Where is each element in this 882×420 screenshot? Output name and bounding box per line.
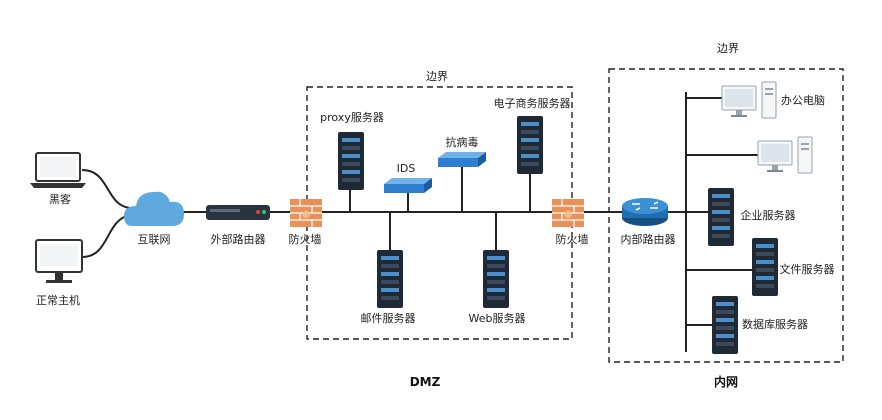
external-router-label: 外部路由器 (211, 232, 266, 246)
office-pc-2-icon (757, 136, 813, 174)
proxy-server-label: proxy服务器 (320, 111, 384, 124)
file-server-icon (752, 238, 778, 296)
web-server-icon (483, 250, 509, 308)
intranet-zone-title: 内网 (714, 374, 738, 389)
mail-server-icon (377, 250, 403, 308)
normal-host-computer-icon (35, 239, 83, 283)
enterprise-server-label: 企业服务器 (741, 208, 796, 222)
office-pc-icon (721, 81, 777, 119)
hacker-label: 黑客 (49, 192, 71, 206)
proxy-server-icon (338, 132, 364, 190)
ecommerce-server-label: 电子商务服务器 (494, 96, 571, 110)
intranet-zone-border (608, 68, 844, 363)
firewall-inner-icon (551, 198, 585, 228)
office-pc-label: 办公电脑 (781, 94, 825, 107)
file-server-label: 文件服务器 (780, 262, 835, 276)
dmz-boundary-label: 边界 (426, 70, 448, 83)
connection-lines (81, 92, 758, 352)
external-router-icon (206, 205, 270, 220)
ids-switch-icon (384, 178, 432, 193)
firewall-outer-icon (289, 198, 323, 228)
intranet-boundary-label: 边界 (717, 42, 739, 55)
antivirus-switch-icon (438, 152, 486, 167)
dmz-zone-title: DMZ (410, 375, 441, 389)
firewall-outer-label: 防火墙 (289, 232, 322, 246)
normal-host-label: 正常主机 (36, 293, 80, 307)
database-server-icon (712, 296, 738, 354)
antivirus-label: 抗病毒 (446, 135, 479, 149)
ids-label: IDS (397, 162, 416, 175)
internet-label: 互联网 (138, 233, 171, 246)
enterprise-server-icon (708, 188, 734, 246)
mail-server-label: 邮件服务器 (361, 312, 416, 325)
web-server-label: Web服务器 (469, 312, 526, 325)
hacker-laptop-icon (30, 152, 86, 188)
internal-router-label: 内部路由器 (621, 232, 676, 246)
ecommerce-server-icon (517, 116, 543, 174)
firewall-inner-label: 防火墙 (556, 232, 589, 246)
internal-router-icon (622, 198, 668, 226)
database-server-label: 数据库服务器 (742, 317, 808, 331)
internet-cloud-icon (124, 191, 184, 226)
